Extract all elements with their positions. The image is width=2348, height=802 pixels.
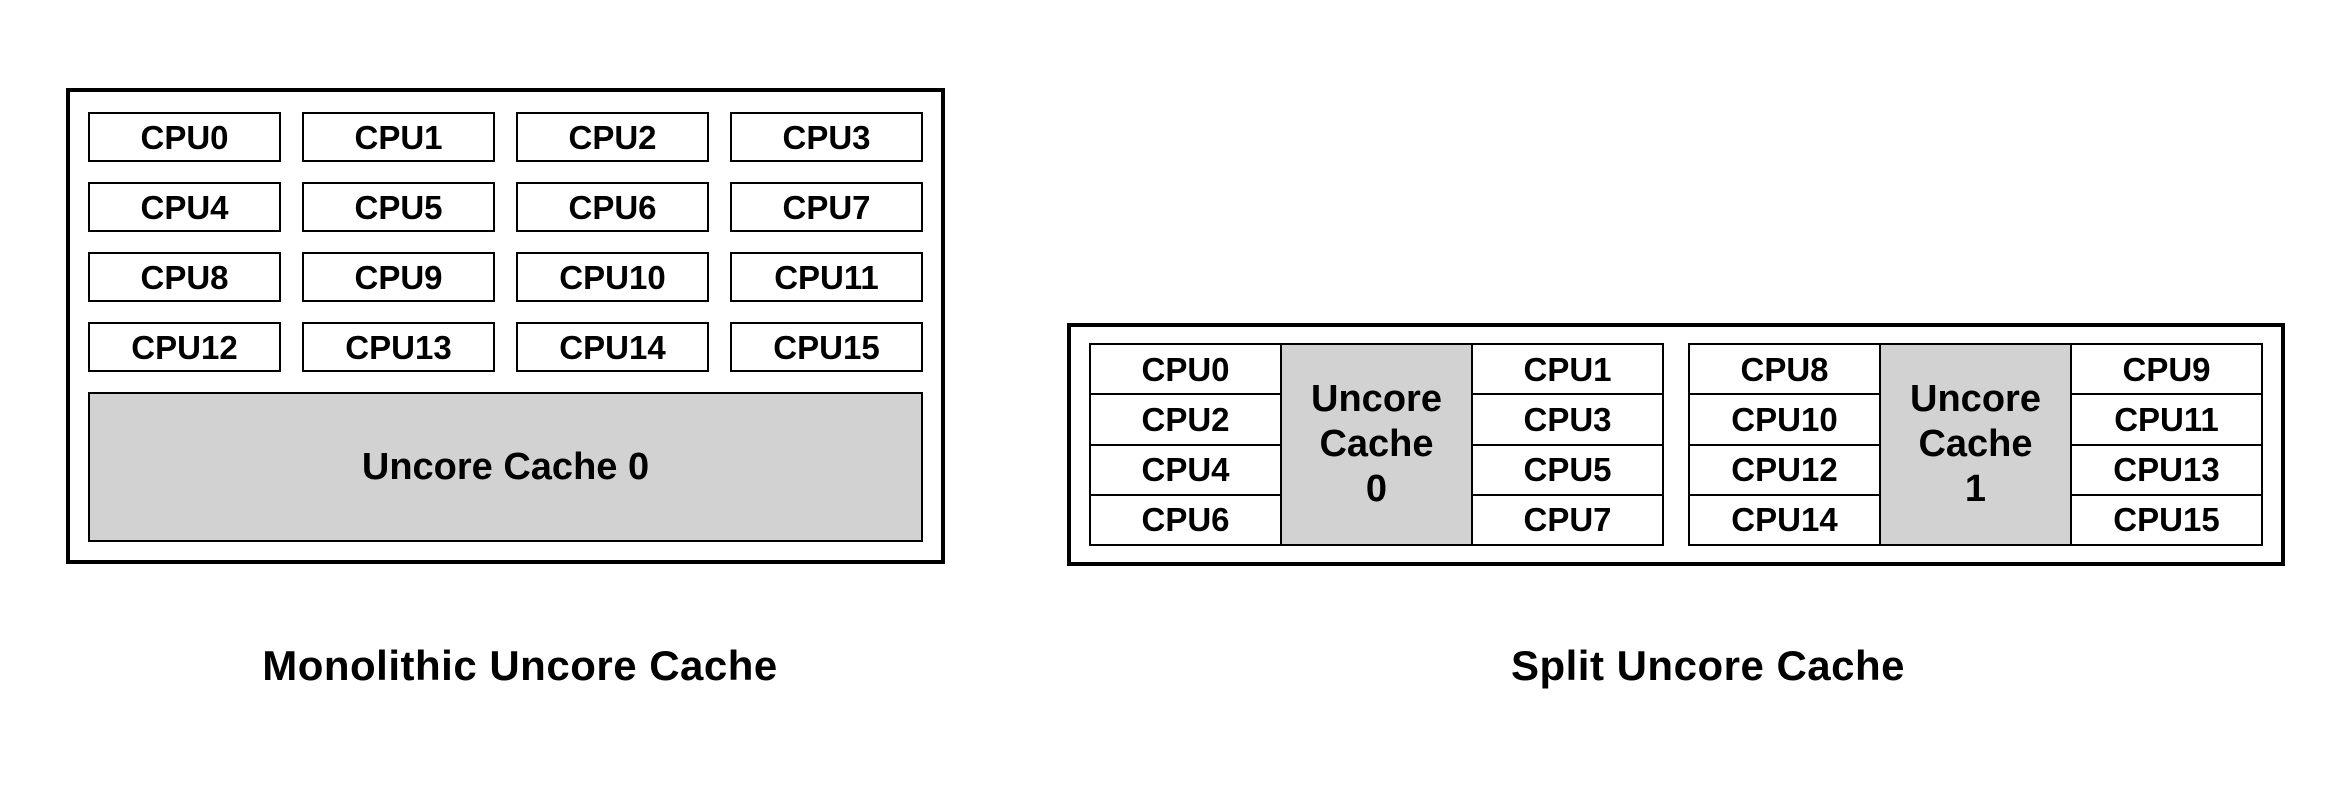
uncore-cache-0-box-split: Uncore Cache 0 <box>1280 343 1473 546</box>
cpu-box: CPU10 <box>1690 395 1879 446</box>
split-caption: Split Uncore Cache <box>1510 642 1906 689</box>
split-package-box: CPU0 CPU2 CPU4 CPU6 Uncore Cache 0 CPU1 … <box>1067 323 2285 566</box>
cpu-box: CPU0 <box>1091 345 1280 396</box>
cpu-box: CPU0 <box>88 112 281 162</box>
cpu-box: CPU14 <box>1731 501 1838 539</box>
uncore-cache-0-box: Uncore Cache 0 <box>88 392 923 542</box>
cpu-box: CPU12 <box>88 322 281 372</box>
cpu-box: CPU8 <box>1690 345 1879 396</box>
uncore-line: Uncore <box>1311 378 1442 421</box>
cpu-box: CPU15 <box>730 322 923 372</box>
cpu-box: CPU8 <box>88 252 281 302</box>
uncore-cache-0-label: Uncore Cache 0 <box>361 445 650 488</box>
cpu-box: CPU5 <box>1473 446 1662 496</box>
cpu-box: CPU13 <box>2072 446 2261 496</box>
cpu-box: CPU12 <box>1690 446 1879 496</box>
cpu-box: CPU7 <box>1523 501 1612 539</box>
uncore-line: Uncore <box>1910 378 2041 421</box>
uncore-line: Cache <box>1918 423 2033 466</box>
split-cluster-1: CPU8 CPU10 CPU12 CPU14 Uncore Cache 1 CP… <box>1688 343 2263 546</box>
uncore-line: 0 <box>1365 467 1388 510</box>
cluster1-even-cpu-column: CPU8 CPU10 CPU12 CPU14 <box>1688 343 1881 546</box>
monolithic-cpu-grid: CPU0 CPU1 CPU2 CPU3 CPU4 CPU5 CPU6 CPU7 … <box>88 112 923 372</box>
cpu-box: CPU11 <box>730 252 923 302</box>
uncore-line: Cache <box>1319 423 1434 466</box>
cpu-box: CPU10 <box>516 252 709 302</box>
cluster1-odd-cpu-column: CPU9 CPU11 CPU13 CPU15 <box>2070 343 2263 546</box>
monolithic-caption: Monolithic Uncore Cache <box>262 642 778 689</box>
cpu-box: CPU9 <box>2072 345 2261 396</box>
monolithic-package-box: CPU0 CPU1 CPU2 CPU3 CPU4 CPU5 CPU6 CPU7 … <box>66 88 945 564</box>
cpu-box: CPU6 <box>516 182 709 232</box>
cpu-box: CPU3 <box>730 112 923 162</box>
cpu-box: CPU5 <box>302 182 495 232</box>
cluster0-odd-cpu-column: CPU1 CPU3 CPU5 CPU7 <box>1471 343 1664 546</box>
cpu-box: CPU2 <box>1091 395 1280 446</box>
cluster0-even-cpu-column: CPU0 CPU2 CPU4 CPU6 <box>1089 343 1282 546</box>
cpu-box: CPU6 <box>1141 501 1230 539</box>
cpu-box: CPU1 <box>302 112 495 162</box>
cpu-box: CPU11 <box>2072 395 2261 446</box>
split-cluster-0: CPU0 CPU2 CPU4 CPU6 Uncore Cache 0 CPU1 … <box>1089 343 1664 546</box>
cpu-box: CPU2 <box>516 112 709 162</box>
cpu-box: CPU14 <box>516 322 709 372</box>
cpu-box: CPU13 <box>302 322 495 372</box>
cpu-box: CPU3 <box>1473 395 1662 446</box>
uncore-cache-1-box-split: Uncore Cache 1 <box>1879 343 2072 546</box>
cpu-box: CPU7 <box>730 182 923 232</box>
cpu-box: CPU9 <box>302 252 495 302</box>
cpu-box: CPU4 <box>88 182 281 232</box>
cpu-box: CPU1 <box>1473 345 1662 396</box>
uncore-line: 1 <box>1964 467 1987 510</box>
cpu-box: CPU4 <box>1091 446 1280 496</box>
cpu-box: CPU15 <box>2113 501 2220 539</box>
